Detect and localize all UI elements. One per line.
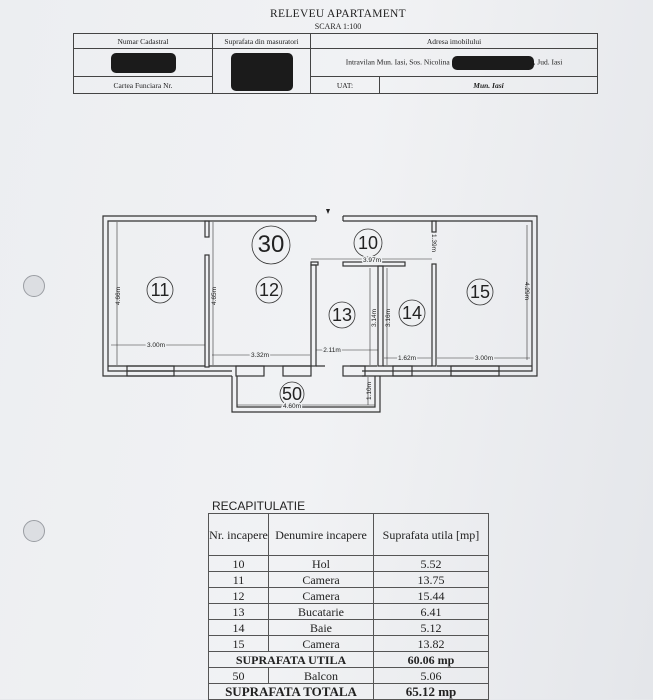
useful-area-value: 60.06 mp (373, 651, 489, 668)
room-area: 13.82 (373, 635, 489, 652)
useful-area-label: SUPRAFATA UTILA (208, 651, 374, 668)
room-nr: 14 (208, 619, 269, 636)
recap-title: RECAPITULATIE (212, 499, 306, 513)
room-label: 12 (259, 280, 279, 300)
header-name: Denumire incapere (268, 513, 374, 556)
dimension-label: 4.66m (115, 287, 122, 305)
punch-hole (23, 275, 45, 297)
room-label: 30 (258, 231, 285, 258)
room-name: Hol (268, 555, 374, 572)
carte-funciara-label: Cartea Funciara Nr. (73, 76, 213, 94)
dimension-label: 2.11m (323, 347, 341, 354)
dimension-label: 4.65m (211, 287, 218, 305)
room-nr: 11 (208, 571, 269, 588)
room-area: 5.12 (373, 619, 489, 636)
room-nr: 12 (208, 587, 269, 604)
dimension-label: 3.14m (371, 309, 378, 327)
address-value: Intravilan Mun. Iasi, Sos. Nicolina , Ju… (310, 47, 598, 78)
room-area: 6.41 (373, 603, 489, 620)
dimension-label: 3.16m (385, 309, 392, 327)
room-name: Camera (268, 571, 374, 588)
wall (343, 220, 533, 372)
total-area-label: SUPRAFATA TOTALA (208, 683, 374, 700)
address-prefix: Intravilan Mun. Iasi, Sos. Nicolina (345, 57, 450, 67)
dimension-label: 3.00m (147, 342, 165, 349)
header-table: Numar Cadastral Suprafata din masuratori… (73, 33, 598, 94)
recap-table: Nr. incapere Denumire incapere Suprafata… (208, 513, 489, 700)
dimension-label: 3.00m (475, 355, 493, 362)
room-name: Bucatarie (268, 603, 374, 620)
dimension-label: 1.39m (430, 234, 437, 252)
dimension-label: 3.97m (363, 257, 381, 264)
cadastral-value (73, 47, 213, 78)
redaction (230, 53, 293, 91)
room-nr: 13 (208, 603, 269, 620)
punch-hole (23, 520, 45, 542)
room-label: 50 (282, 384, 302, 404)
dimension-label: 1.10m (366, 382, 373, 400)
room-area: 5.06 (373, 667, 489, 684)
wall (343, 215, 538, 377)
room-name: Camera (268, 635, 374, 652)
uat-value: Mun. Iasi (379, 76, 598, 94)
room-area: 13.75 (373, 571, 489, 588)
redaction (110, 52, 176, 73)
dimension-label: 4.60m (283, 403, 301, 410)
room-area: 5.52 (373, 555, 489, 572)
header-nr: Nr. incapere (208, 513, 269, 556)
room-label: 11 (151, 280, 170, 300)
room-nr: 10 (208, 555, 269, 572)
dimension-label: 1.62m (398, 355, 416, 362)
room-name: Baie (268, 619, 374, 636)
room-label: 13 (332, 305, 352, 325)
total-area-value: 65.12 mp (373, 683, 489, 700)
document-title: RELEVEU APARTAMENT (270, 8, 406, 20)
room-name: Balcon (268, 667, 374, 684)
dimension-label: 4.29m (523, 282, 530, 300)
room-name: Camera (268, 587, 374, 604)
address-suffix: , Jud. Iasi (533, 57, 563, 67)
room-area: 15.44 (373, 587, 489, 604)
floor-plan: 30 10 11 12 13 14 15 50 4.66m 3.00m 4.65… (102, 209, 538, 413)
room-label: 10 (358, 233, 378, 253)
room-nr: 15 (208, 635, 269, 652)
scale-label: SCARA 1:100 (314, 22, 362, 31)
redaction (451, 55, 534, 70)
entrance-arrow-icon (326, 209, 330, 214)
room-nr: 50 (208, 667, 269, 684)
room-label: 14 (402, 303, 422, 323)
room-label: 15 (470, 282, 490, 302)
header-area: Suprafata utila [mp] (373, 513, 489, 556)
dimension-label: 3.32m (251, 352, 269, 359)
